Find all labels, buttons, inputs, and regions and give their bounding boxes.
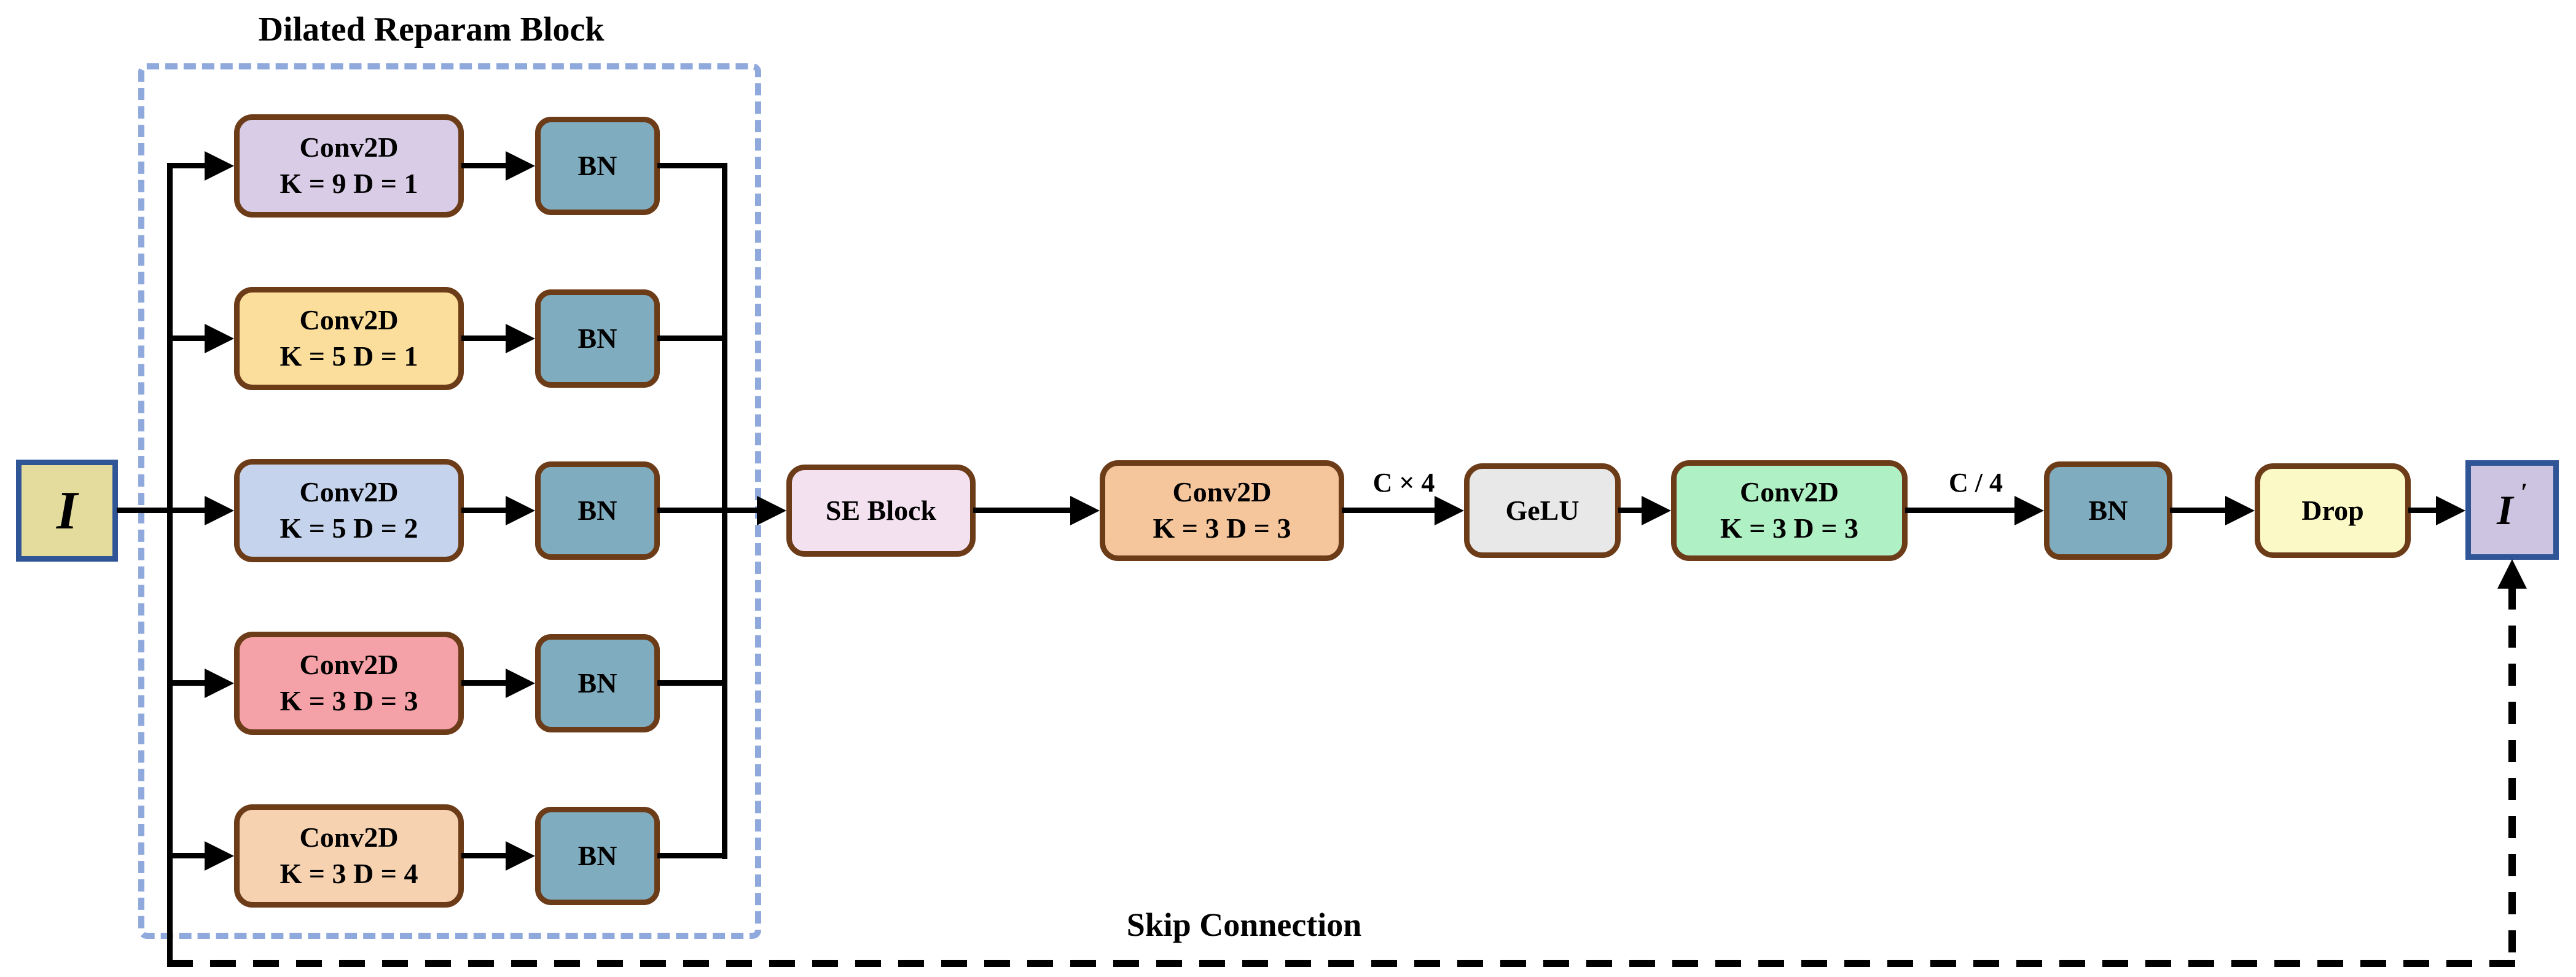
arrowhead-branch2-in	[205, 324, 234, 353]
conv-params-label: K = 9 D = 1	[280, 168, 418, 199]
arrow-shaft-branch2-in	[167, 335, 207, 341]
bn-box-branch4: BN	[535, 634, 660, 732]
conv-op-label: Conv2D	[1739, 476, 1839, 508]
conv-op-label: Conv2D	[299, 822, 399, 853]
arrowhead-branch2-bn	[506, 324, 535, 353]
conv-params-label: K = 5 D = 2	[280, 512, 418, 544]
arrow-shaft-gelu-conv	[1618, 508, 1644, 513]
input-label: I	[56, 481, 78, 541]
output-label: I	[2497, 486, 2513, 533]
diagram-title: Dilated Reparam Block	[258, 10, 605, 49]
arrowhead-se-conv	[1070, 496, 1100, 525]
conv-box-branch2: Conv2D K = 5 D = 1	[234, 287, 464, 390]
bn-box-branch1: BN	[535, 117, 660, 215]
se-block-label: SE Block	[825, 494, 937, 526]
bn-label: BN	[577, 149, 617, 181]
conv-params-label: K = 3 D = 3	[1153, 512, 1291, 544]
arrowhead-branch4-bn	[506, 669, 535, 698]
arrow-shaft-branch2-bn	[461, 335, 508, 341]
output-prime-mark: ′	[2520, 477, 2527, 506]
arrowhead-conv-bn	[2014, 496, 2044, 525]
arrow-shaft-drop-output	[2408, 508, 2438, 513]
arrowhead-branch3-in	[205, 496, 234, 525]
arrowhead-branch1-in	[205, 151, 234, 181]
arrow-shaft-branch1-in	[167, 163, 207, 168]
conv-params-label: K = 3 D = 4	[280, 858, 418, 889]
conv-reduce-box: Conv2D K = 3 D = 3	[1671, 460, 1908, 561]
arrow-shaft-branch5-bn	[461, 853, 508, 858]
arrow-shaft-se-conv	[973, 508, 1073, 513]
drop-label: Drop	[2301, 494, 2364, 526]
se-block-box: SE Block	[786, 465, 976, 557]
channel-expand-label: C × 4	[1372, 468, 1435, 498]
distribution-line	[167, 163, 173, 966]
line-branch5-merge	[657, 853, 727, 858]
line-branch1-merge	[657, 163, 727, 168]
skip-connection-label: Skip Connection	[1126, 906, 1362, 943]
input-connector-line	[117, 508, 170, 513]
arrowhead-merge-se	[757, 496, 786, 525]
bn-box-branch3: BN	[535, 461, 660, 560]
bn-label: BN	[577, 839, 617, 871]
bn-box-branch5: BN	[535, 807, 660, 905]
line-branch2-merge	[657, 335, 727, 341]
arrow-shaft-bn-drop	[2170, 508, 2228, 513]
conv-params-label: K = 3 D = 3	[1720, 512, 1858, 544]
arrowhead-skip-output	[2497, 559, 2527, 589]
conv-box-branch5: Conv2D K = 3 D = 4	[234, 804, 464, 908]
gelu-box: GeLU	[1464, 463, 1621, 558]
conv-op-label: Conv2D	[299, 304, 399, 336]
conv-box-branch1: Conv2D K = 9 D = 1	[234, 114, 464, 218]
arrow-shaft-branch4-bn	[461, 680, 508, 686]
arrowhead-branch4-in	[205, 669, 234, 698]
conv-box-branch4: Conv2D K = 3 D = 3	[234, 632, 464, 735]
arrowhead-branch3-bn	[506, 496, 535, 525]
bn-label: BN	[577, 667, 617, 699]
arrowhead-branch5-in	[205, 841, 234, 871]
bn-label: BN	[577, 494, 617, 526]
conv-params-label: K = 3 D = 3	[280, 685, 418, 716]
arrow-shaft-conv-bn	[1905, 508, 2017, 513]
conv-op-label: Conv2D	[299, 131, 399, 163]
bn-main-box: BN	[2044, 461, 2172, 560]
arrowhead-conv-gelu	[1435, 496, 1464, 525]
bn-box-branch2: BN	[535, 289, 660, 388]
output-node: I ′	[2465, 460, 2559, 560]
conv-op-label: Conv2D	[1172, 476, 1272, 508]
arrow-shaft-merge-se	[722, 508, 759, 513]
arrow-shaft-branch5-in	[167, 853, 207, 858]
arrow-shaft-branch3-in	[167, 508, 207, 513]
arrowhead-bn-drop	[2225, 496, 2255, 525]
conv-expand-box: Conv2D K = 3 D = 3	[1100, 460, 1344, 561]
arrow-shaft-conv-gelu	[1342, 508, 1437, 513]
drop-box: Drop	[2255, 463, 2411, 558]
conv-params-label: K = 5 D = 1	[280, 340, 418, 372]
channel-reduce-label: C / 4	[1949, 468, 2003, 498]
line-branch3-merge	[657, 508, 727, 513]
conv-op-label: Conv2D	[299, 476, 399, 508]
line-branch4-merge	[657, 680, 727, 686]
input-node: I	[16, 460, 118, 562]
conv-op-label: Conv2D	[299, 649, 399, 681]
arrowhead-gelu-conv	[1642, 496, 1671, 525]
arrow-shaft-branch4-in	[167, 680, 207, 686]
arrow-shaft-branch3-bn	[461, 508, 508, 513]
gelu-label: GeLU	[1505, 494, 1580, 526]
arrowhead-drop-output	[2436, 496, 2465, 525]
conv-box-branch3: Conv2D K = 5 D = 2	[234, 459, 464, 562]
bn-label: BN	[577, 322, 617, 354]
skip-connection-line-horizontal	[167, 960, 2516, 967]
bn-label: BN	[2088, 494, 2128, 526]
skip-connection-line-vertical	[2508, 587, 2516, 960]
arrow-shaft-branch1-bn	[461, 163, 508, 168]
arrowhead-branch5-bn	[506, 841, 535, 871]
arrowhead-branch1-bn	[506, 151, 535, 181]
